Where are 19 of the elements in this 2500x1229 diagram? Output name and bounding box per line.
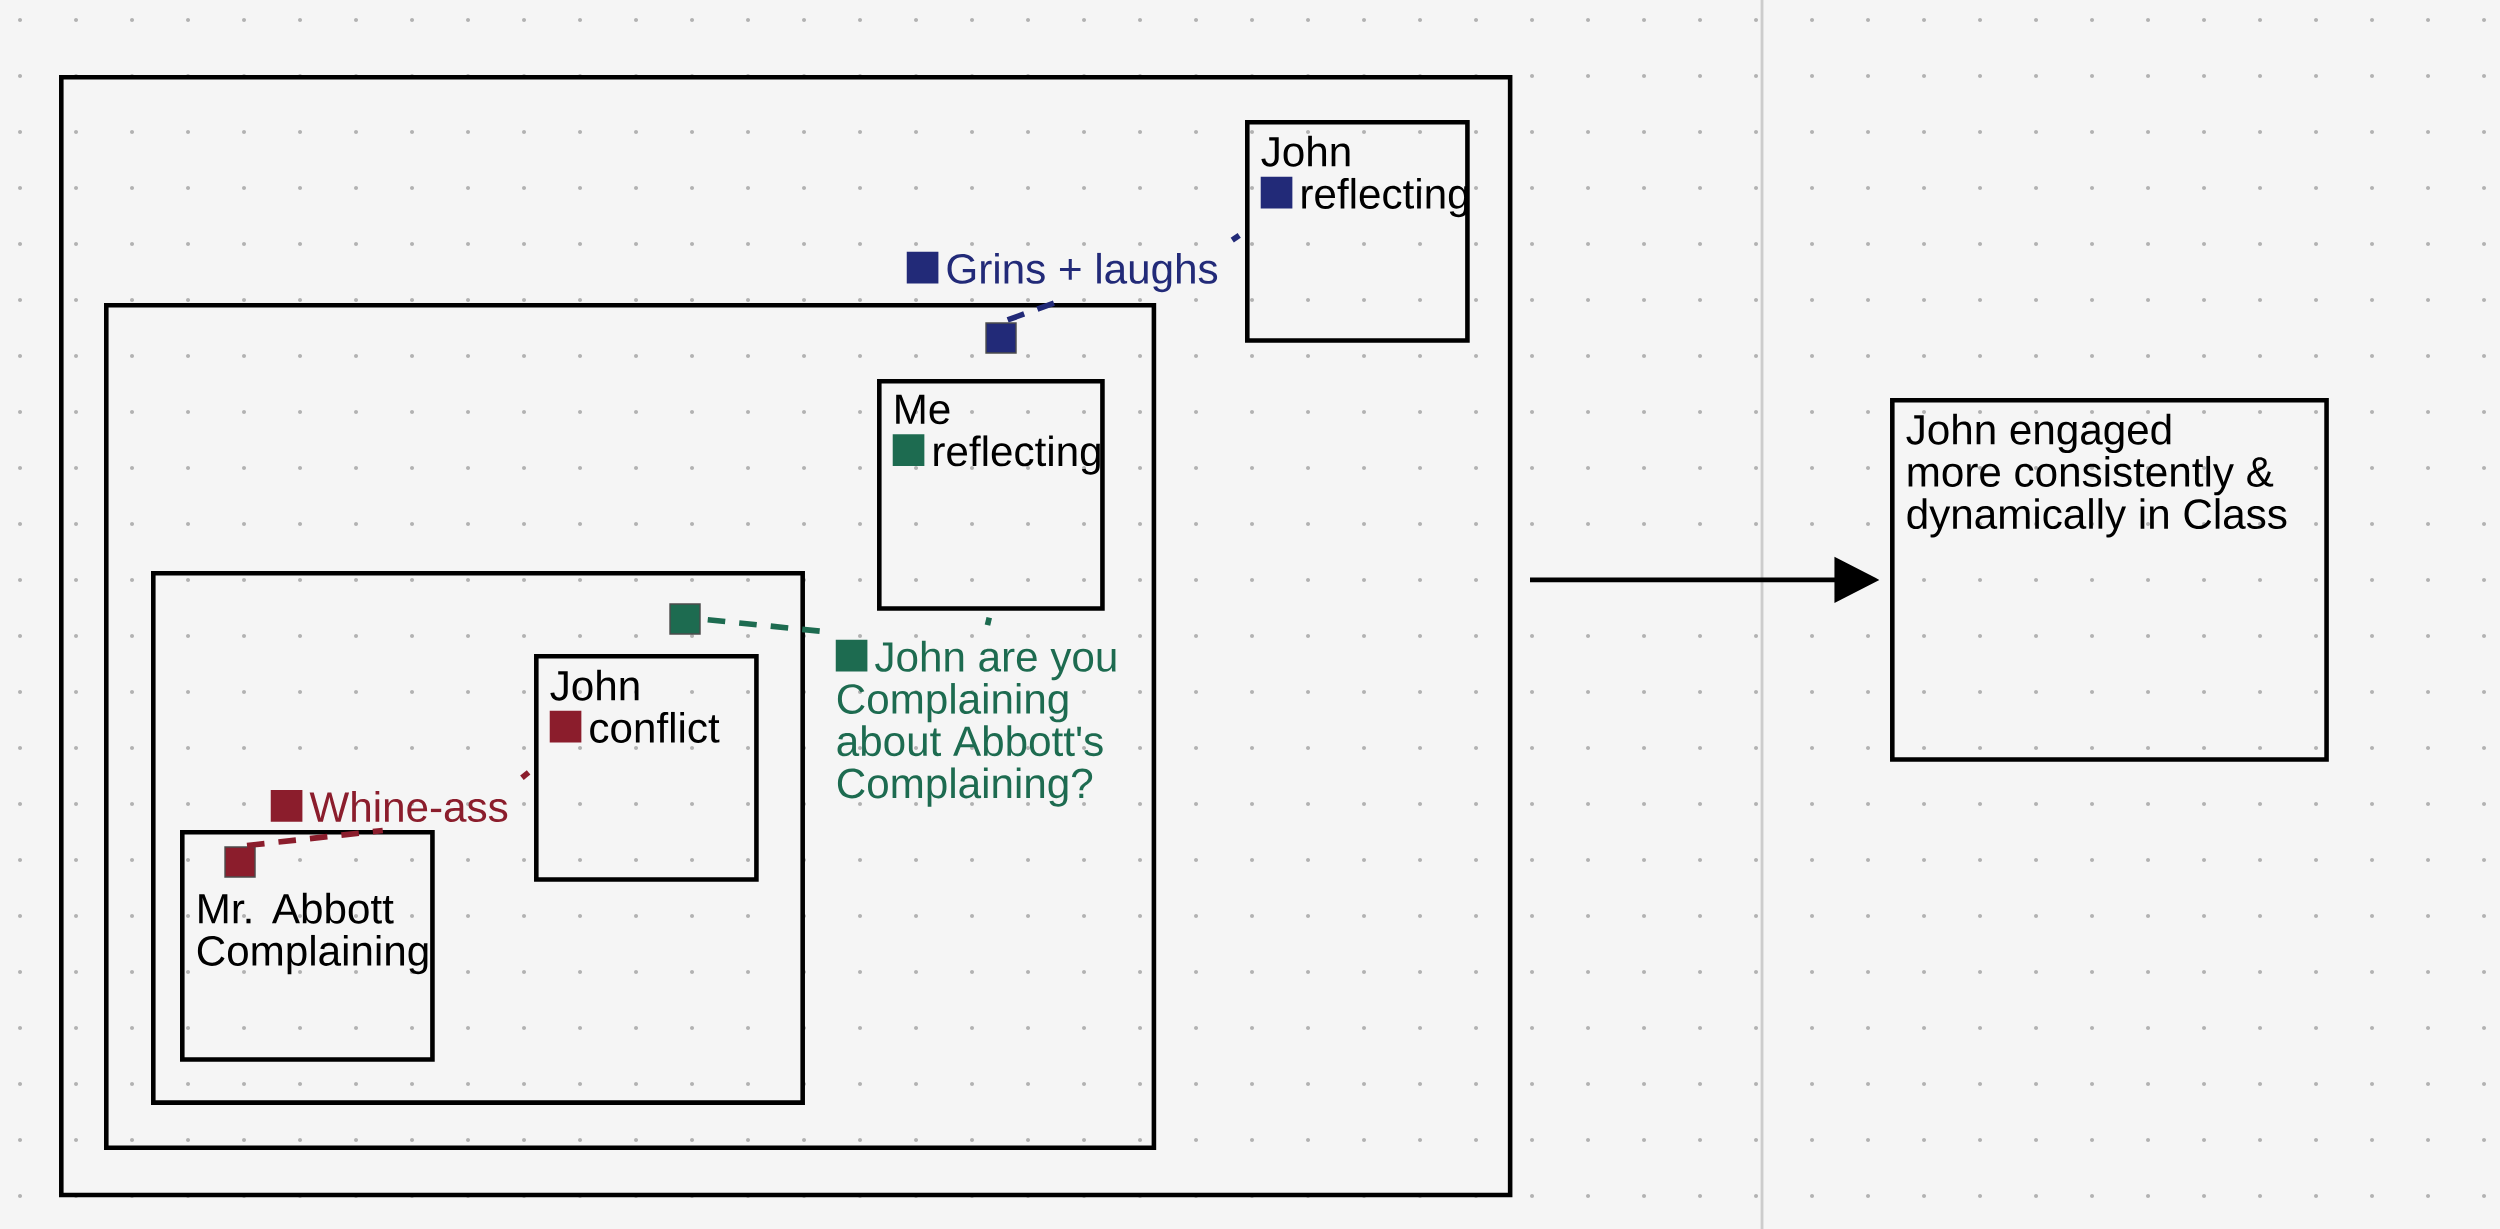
person-box: John conflict xyxy=(534,654,759,882)
frame-box xyxy=(104,303,1157,1151)
person-box: Mr. Abbott Complaining xyxy=(180,830,435,1062)
marker-square xyxy=(224,846,256,878)
dashed-line xyxy=(520,770,531,780)
dashed-line xyxy=(1006,299,1058,323)
speech-label: Whine-ass xyxy=(270,790,508,822)
dashed-line xyxy=(246,827,384,849)
speech-label: Grins + laughs xyxy=(906,251,1218,293)
speech-label: John are you Complaining about Abbott's Complaining? xyxy=(835,639,1116,807)
marker-square xyxy=(669,603,701,635)
outcome-box: John engaged more consistently & dynamically in Class xyxy=(1890,398,2329,762)
marker-square xyxy=(985,322,1017,354)
dashed-line xyxy=(1230,233,1241,243)
dashed-line xyxy=(984,616,992,626)
frame-box xyxy=(151,571,805,1105)
person-box: Me reflecting xyxy=(877,379,1105,611)
frame-box xyxy=(59,75,1513,1198)
dashed-line xyxy=(707,616,822,635)
